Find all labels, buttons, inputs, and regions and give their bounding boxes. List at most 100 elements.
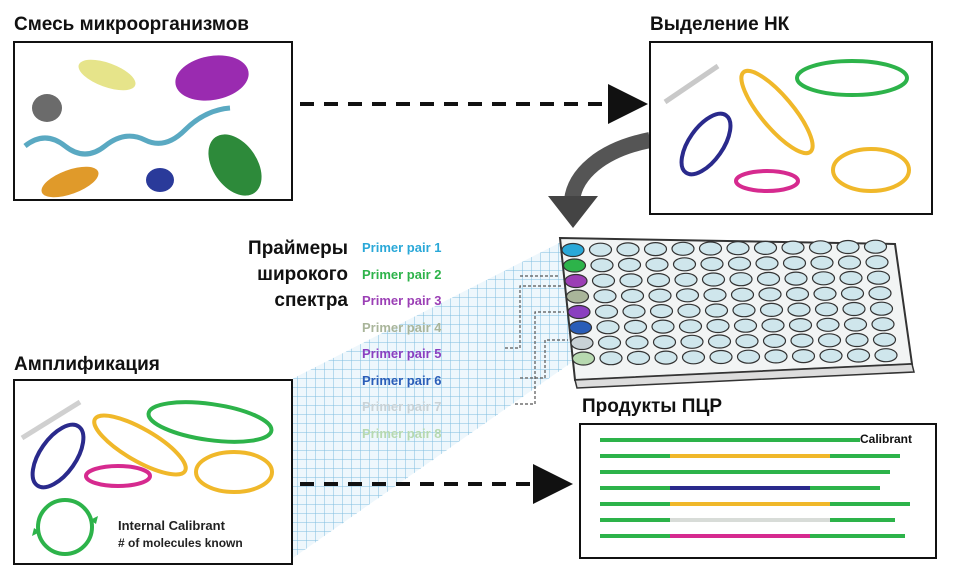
primer-pair-label: Primer pair 4 [362,319,442,335]
plate-well [623,319,648,334]
internal-calibrant-sub: # of molecules known [118,536,243,550]
plate-well [593,289,617,304]
plate-well [590,258,614,273]
plate-well [808,240,833,255]
plate-well [810,255,834,270]
plate-well [643,242,668,257]
plate-well [839,270,863,286]
mixture-title: Смесь микроорганизмов [14,14,249,35]
plate-well [672,257,697,272]
primer-pair-label: Primer pair 6 [362,372,442,388]
plate-well [706,318,730,334]
plate-well [567,304,591,320]
plate-well [755,256,779,271]
plate-well [675,288,700,303]
plate-well [625,335,649,350]
plate-well [677,303,701,318]
plate-well [843,317,868,332]
plate-well [616,242,640,257]
internal-calibrant-label: Internal Calibrant [118,518,225,533]
plate-well [564,273,588,289]
plate-well [837,255,862,270]
plate-well [681,350,706,365]
plate-well [707,334,732,349]
plate-well [570,335,594,351]
primer-pair-label: Primer pair 1 [362,240,442,255]
plate-well [733,318,758,333]
pcr-products-title: Продукты ПЦР [582,396,723,417]
plate-well [701,272,726,287]
plate-well [736,349,761,364]
grid-wedge [290,240,575,560]
plate-well [594,304,619,319]
plate-well [649,304,674,319]
plate-well [846,348,871,363]
primers-title-3: спектра [274,290,348,311]
plate-well [813,286,837,301]
plate-well [819,348,843,363]
plate-well [620,288,645,303]
plate-well [753,240,778,255]
plate-well [817,333,842,348]
plate-well [811,271,836,286]
plate-well [596,320,620,335]
extraction-title: Выделение НК [650,14,790,35]
plate-well [842,301,866,317]
plate-well [872,332,897,347]
plate-well [726,241,750,256]
primer-pair-label: Primer pair 3 [362,293,442,308]
plate-well [814,302,839,317]
plate-well [762,333,787,348]
plate-well [619,273,643,288]
plate-well [651,319,675,334]
plate-well [565,289,590,304]
primer-pair-label: Primer pair 8 [362,425,442,441]
curved-arrow [564,132,652,202]
plate-well [732,303,756,318]
plate-well [845,332,869,348]
plate-well [788,318,813,333]
plate-well [729,272,753,287]
plate-well [652,335,677,350]
primer-pair-label: Primer pair 5 [362,346,442,361]
plate-well [759,302,784,317]
plate-well [678,319,703,334]
plate-well [597,335,622,350]
plate-well [758,287,782,302]
plate-well [869,301,894,316]
plate-well [868,286,892,301]
amplification-title: Амплификация [14,354,160,375]
plate-well [840,286,865,301]
plate-well [698,241,723,256]
plate-well [645,257,669,272]
plate-well [709,349,733,365]
plate-well [874,348,898,363]
calibrant-label: Calibrant [860,432,913,446]
plate-well [761,318,785,333]
plate-well [727,256,752,271]
plate-well [626,350,651,365]
plate-well [730,287,755,302]
plate-well [735,334,759,349]
primer-pair-label: Primer pair 2 [362,266,442,282]
pcr-plate [558,236,915,389]
primers-title-2: широкого [257,264,348,285]
plate-well [863,239,888,254]
plate-well [865,255,889,270]
plate-well [671,241,695,256]
plate-well [764,349,788,364]
plate-well [599,351,623,366]
plate-well [836,239,860,255]
plate-well [648,288,672,303]
plate-well [782,256,807,271]
plate-well [756,271,781,286]
plate-well [568,320,593,335]
plate-well [674,272,698,287]
plate-well [591,273,616,288]
plate-well [700,256,724,272]
plate-well [866,270,891,285]
plate-well [703,287,727,303]
plate-well [617,257,642,272]
plate-well [787,302,811,317]
